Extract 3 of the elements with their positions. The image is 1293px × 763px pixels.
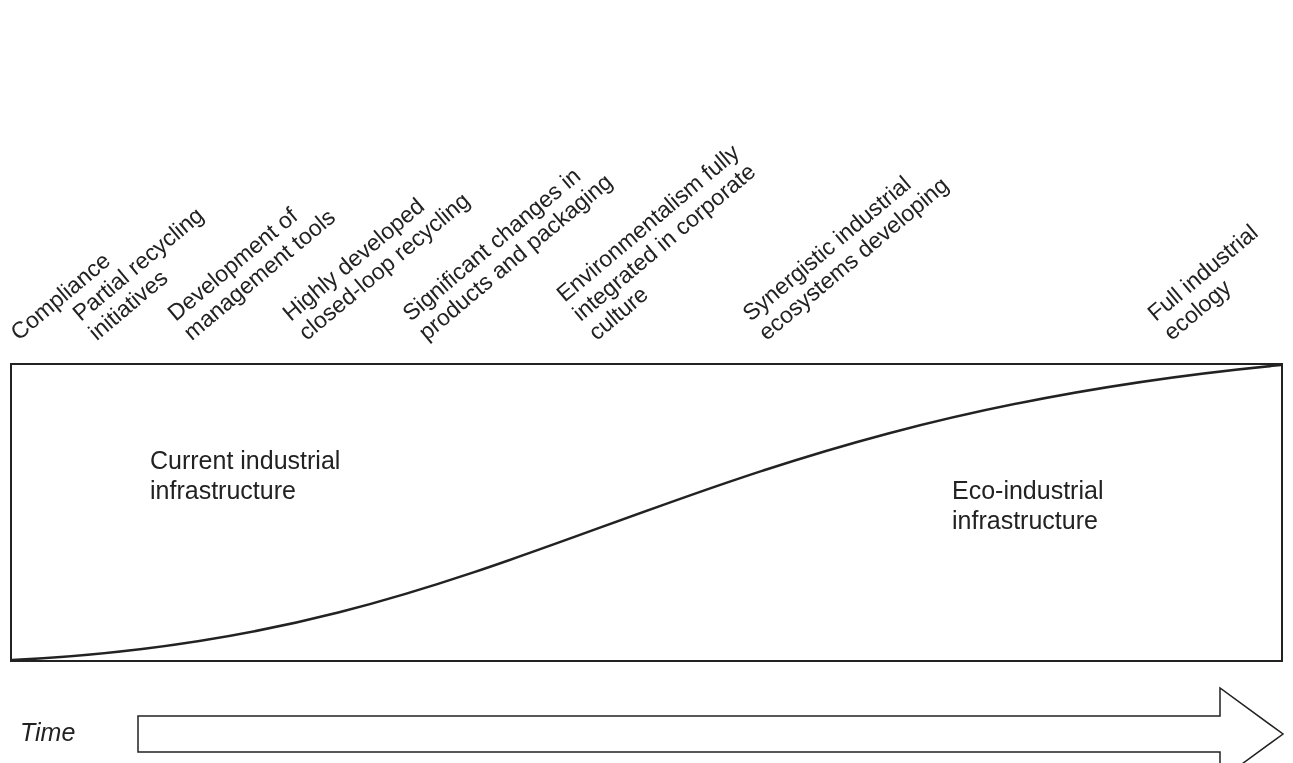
- region-label: Eco-industrial infrastructure: [952, 475, 1105, 535]
- region-label: Current industrial infrastructure: [150, 445, 342, 505]
- axis-label: Time: [20, 718, 76, 747]
